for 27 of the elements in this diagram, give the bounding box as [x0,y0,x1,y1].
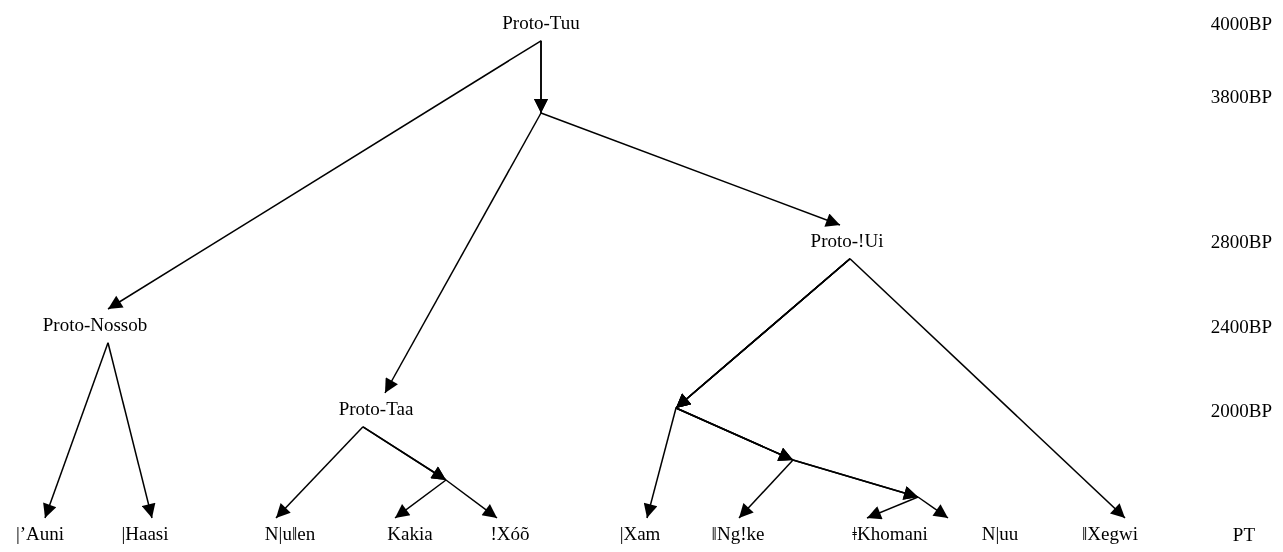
time-label: PT [1232,523,1255,547]
language-label: ‖Ng!ke [707,517,769,552]
time-label: 4000BP [1210,12,1272,36]
arrow [275,426,364,519]
time-label: 2000BP [1210,399,1272,423]
arrow [43,342,109,519]
language-label: ǂKhomani [848,517,932,552]
language-label: N|uu [977,517,1023,552]
time-label: 2400BP [1210,315,1272,339]
arrow [534,40,841,227]
language-label: ‖Xegwi [1078,517,1142,552]
arrow [107,342,156,519]
arrow [849,258,1126,519]
language-label: Proto-Tuu [498,6,584,41]
arrow [107,40,542,310]
language-label: N|u‖en [260,517,320,552]
time-label: 3800BP [1210,85,1272,109]
language-label: |Haasi [117,517,173,552]
language-label: Proto-Nossob [38,308,152,343]
arrow [362,426,498,519]
language-label: |Xam [615,517,665,552]
time-label: 2800BP [1210,230,1272,254]
language-label: Proto-Taa [334,392,418,427]
language-label: Kakia [383,517,437,552]
language-label: |’Auni [11,517,69,552]
language-label: Proto-!Ui [806,224,888,259]
language-label: !Xóõ [486,517,534,552]
